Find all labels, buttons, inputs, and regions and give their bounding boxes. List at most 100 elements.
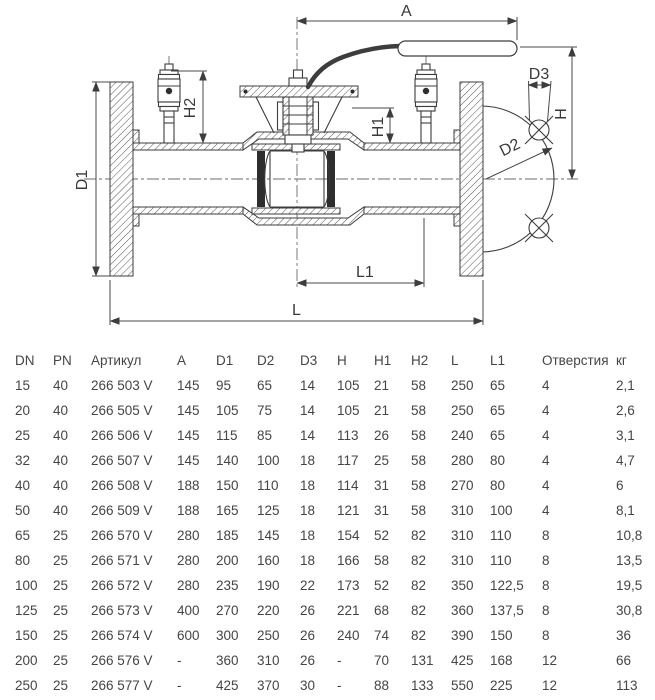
table-cell: 105	[337, 403, 360, 418]
table-cell: 40	[53, 428, 69, 443]
table-cell: 3,1	[616, 428, 635, 443]
table-cell: 190	[257, 578, 280, 593]
dim-A: A	[296, 3, 518, 40]
flange-right	[453, 81, 484, 277]
ball-and-seats	[257, 150, 335, 208]
column-header: D3	[300, 353, 318, 368]
table-cell: 8	[542, 628, 550, 643]
table-cell: 133	[411, 678, 434, 693]
table-cell: 550	[451, 678, 474, 693]
dim-D2: D2	[485, 136, 553, 180]
table-cell: 8	[542, 603, 550, 618]
bolt-hole-icon	[524, 115, 554, 145]
table-cell: 266 572 V	[91, 578, 153, 593]
table-cell: 4	[542, 428, 550, 443]
table-cell: 65	[490, 428, 506, 443]
table-cell: 110	[490, 553, 512, 568]
table-cell: 4,7	[616, 453, 635, 468]
table-cell: 88	[374, 678, 390, 693]
column-header: кг	[616, 353, 627, 368]
table-cell: 20	[15, 403, 31, 418]
bonnet-stem	[239, 69, 359, 153]
dim-label-D2: D2	[497, 136, 523, 160]
table-cell: 121	[337, 503, 360, 518]
table-cell: 40	[53, 403, 69, 418]
table-cell: 110	[257, 478, 279, 493]
table-cell: 8	[542, 578, 550, 593]
table-cell: 310	[451, 503, 474, 518]
table-cell: 125	[257, 503, 280, 518]
table-cell: 300	[216, 628, 239, 643]
table-cell: 13,5	[616, 553, 643, 568]
table-cell: 280	[177, 528, 200, 543]
table-cell: 26	[374, 428, 390, 443]
table-cell: 6	[616, 478, 624, 493]
table-cell: 80	[15, 553, 31, 568]
table-cell: 165	[216, 503, 239, 518]
table-cell: 65	[257, 378, 273, 393]
table-cell: 160	[257, 553, 280, 568]
table-cell: 114	[337, 478, 359, 493]
table-cell: 25	[53, 578, 69, 593]
table-cell: 21	[374, 378, 390, 393]
table-cell: 82	[411, 528, 427, 543]
table-cell: 2,6	[616, 403, 635, 418]
column-header: DN	[15, 353, 35, 368]
table-cell: 14	[300, 378, 316, 393]
table-cell: 26	[300, 628, 316, 643]
table-cell: 65	[490, 403, 506, 418]
dim-label-L: L	[292, 302, 301, 319]
table-cell: 58	[411, 503, 427, 518]
table-cell: 113	[337, 428, 359, 443]
dim-H2: H2	[171, 70, 207, 144]
table-cell: 280	[451, 453, 474, 468]
table-cell: 131	[411, 653, 434, 668]
table-cell: 19,5	[616, 578, 643, 593]
table-cell: 240	[337, 628, 360, 643]
table-cell: 185	[216, 528, 239, 543]
table-cell: 370	[257, 678, 280, 693]
table-cell: 360	[216, 653, 239, 668]
table-cell: 100	[15, 578, 38, 593]
table-cell: 74	[374, 628, 390, 643]
table-cell: 18	[300, 528, 316, 543]
dim-label-H: H	[553, 108, 570, 120]
table-cell: 250	[451, 378, 474, 393]
table-cell: 25	[53, 603, 69, 618]
table-cell: 26	[300, 603, 316, 618]
table-cell: 310	[451, 528, 474, 543]
table-cell: 270	[451, 478, 474, 493]
table-cell: 425	[216, 678, 239, 693]
table-cell: 31	[374, 503, 390, 518]
table-cell: 58	[411, 378, 427, 393]
bolt-circle-end-view	[480, 105, 555, 253]
table-cell: 188	[177, 503, 200, 518]
table-cell: 25	[374, 453, 390, 468]
table-cell: 266 573 V	[91, 603, 153, 618]
table-cell: 105	[216, 403, 239, 418]
table-cell: 68	[374, 603, 390, 618]
table-cell: 266 577 V	[91, 678, 153, 693]
table-cell: 30	[300, 678, 316, 693]
column-header: D2	[257, 353, 275, 368]
table-cell: 4	[542, 478, 550, 493]
table-cell: 240	[451, 428, 474, 443]
table-cell: 360	[451, 603, 474, 618]
dim-D1: D1	[74, 81, 110, 277]
table-cell: 266 507 V	[91, 453, 153, 468]
table-cell: 266 571 V	[91, 553, 153, 568]
table-cell: 125	[15, 603, 38, 618]
table-cell: 250	[15, 678, 38, 693]
table-cell: 4	[542, 503, 550, 518]
column-header: H	[337, 353, 347, 368]
table-cell: 250	[257, 628, 280, 643]
